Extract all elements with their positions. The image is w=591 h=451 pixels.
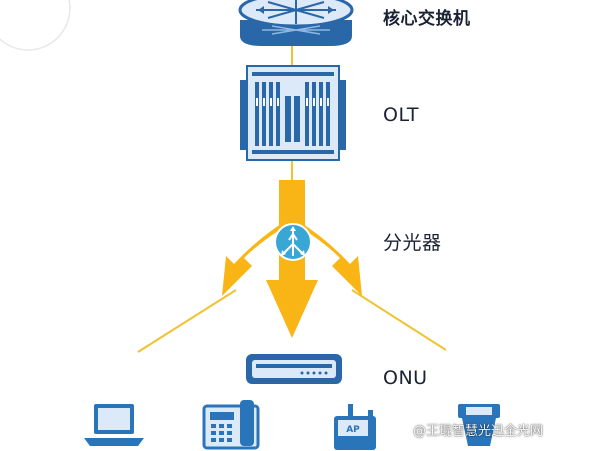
laptop-icon xyxy=(84,404,144,446)
olt-device-icon xyxy=(240,65,346,161)
splitter-icon xyxy=(274,223,312,261)
link-left-branch xyxy=(137,289,237,353)
splitter-label: 分光器 xyxy=(383,232,442,254)
svg-text:AP: AP xyxy=(346,425,360,435)
watermark-text: @王琨智慧光迅全光网 xyxy=(413,424,544,439)
core-switch-icon xyxy=(238,0,354,46)
link-right-branch xyxy=(351,289,447,351)
onu-device-icon xyxy=(246,354,342,384)
decorative-circle xyxy=(0,0,71,51)
phone-icon xyxy=(202,400,260,450)
olt-label: OLT xyxy=(383,104,420,126)
ap-router-icon: AP xyxy=(334,404,376,450)
camera-icon xyxy=(458,404,500,446)
core-switch-label: 核心交换机 xyxy=(383,9,471,29)
onu-label: ONU xyxy=(383,367,428,389)
